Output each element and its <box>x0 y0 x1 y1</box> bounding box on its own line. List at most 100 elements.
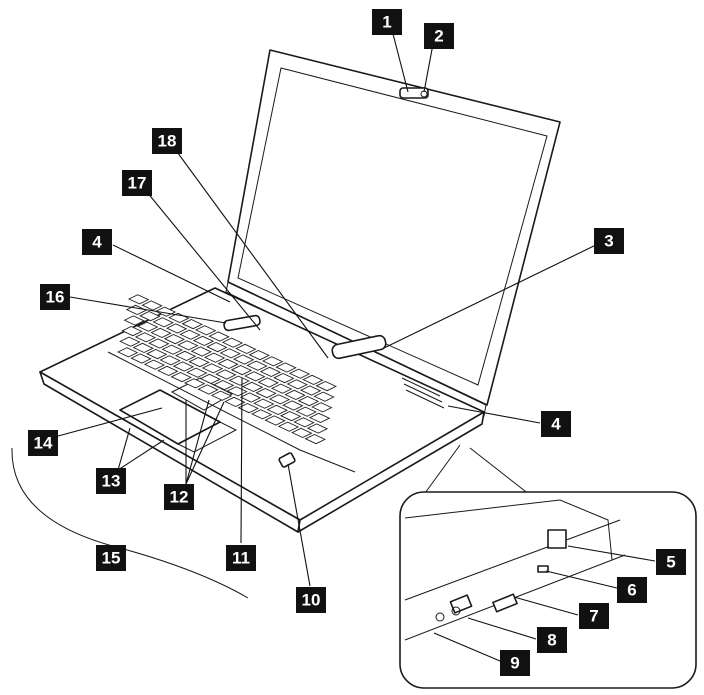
side-view-inset <box>399 444 697 689</box>
ethernet-port <box>547 529 567 549</box>
keyboard-key <box>163 334 186 345</box>
keyboard-key <box>291 427 313 438</box>
speaker-grille-right <box>401 377 445 409</box>
keyboard-key <box>264 415 286 426</box>
palm-rest-line <box>107 351 356 473</box>
callout-9: 9 <box>500 650 530 676</box>
callout-13-label: 13 <box>102 472 121 491</box>
callout-15: 15 <box>96 545 126 571</box>
inset-pointer <box>419 444 531 501</box>
keyboard-key <box>297 396 320 407</box>
audio-jack-icon <box>435 612 445 622</box>
keyboard-key <box>232 354 255 365</box>
callout-3-label: 3 <box>604 232 613 251</box>
keyboard-key <box>208 331 230 342</box>
callout-17: 17 <box>122 170 152 196</box>
fingerprint-reader <box>278 452 296 468</box>
keyboard-key <box>230 365 253 376</box>
keyboard-key <box>284 389 306 400</box>
keyboard-key <box>219 348 241 359</box>
keyboard-key <box>161 344 183 355</box>
callout-2: 2 <box>424 23 454 49</box>
callout-10: 10 <box>296 587 326 613</box>
leader-18 <box>171 144 329 359</box>
keyboard-key <box>268 394 291 405</box>
keyboard-key <box>279 411 302 422</box>
keyboard-key <box>121 326 143 337</box>
keyboard-key <box>288 368 311 379</box>
callout-18-label: 18 <box>158 132 177 151</box>
keyboard-key <box>116 347 139 358</box>
leader-6 <box>545 570 618 589</box>
callout-8-label: 8 <box>547 631 556 650</box>
keyboard-key <box>302 374 324 385</box>
callout-10-label: 10 <box>302 591 321 610</box>
keyboard-key <box>132 342 154 353</box>
callout-7-label: 7 <box>589 607 598 626</box>
keyboard-key <box>266 404 288 415</box>
ieee-port <box>449 594 473 614</box>
keyboard-key <box>286 379 308 390</box>
keyboard-key <box>165 323 188 334</box>
keyboard-key <box>246 360 268 371</box>
keyboard-key <box>244 371 266 382</box>
keyboard-key <box>253 398 275 409</box>
keyboard-key <box>277 421 300 432</box>
leader-11 <box>240 377 243 544</box>
keyboard-key <box>275 362 297 373</box>
keyboard-key <box>270 383 293 394</box>
leader-13 <box>117 427 165 471</box>
mic-jack-icon <box>451 606 461 616</box>
keyboard-key <box>259 366 282 377</box>
keyboard-key <box>157 365 179 376</box>
keyboard-key <box>255 388 277 399</box>
callout-12-label: 12 <box>170 488 189 507</box>
callout-14-label: 14 <box>34 434 53 453</box>
leader-14 <box>57 407 163 437</box>
callout-5: 5 <box>656 549 686 575</box>
callout-6-label: 6 <box>627 581 636 600</box>
keyboard-key <box>273 373 295 384</box>
keyboard-key <box>203 352 226 363</box>
keyboard-key <box>293 417 315 428</box>
keyboard-key <box>224 396 246 407</box>
keyboard-key <box>241 381 264 392</box>
keyboard-key <box>237 403 259 414</box>
keyboard-key <box>123 315 145 326</box>
keyboard-key <box>199 373 221 384</box>
keyboard-key <box>177 340 199 351</box>
leader-lines <box>57 29 656 662</box>
leader-4a <box>112 244 231 303</box>
keyboard-key <box>311 402 333 413</box>
keyboard-key <box>145 349 168 360</box>
leader-10 <box>287 463 311 587</box>
keyboard-key <box>190 346 212 357</box>
keyboard-key <box>148 338 170 349</box>
callout-17-label: 17 <box>128 174 147 193</box>
keyboard-key <box>299 385 322 396</box>
leader-9 <box>433 632 501 662</box>
callout-4-right: 4 <box>541 411 571 437</box>
callout-1-label: 1 <box>382 13 391 32</box>
keyboard-key <box>304 434 326 445</box>
callout-11-label: 11 <box>232 549 250 568</box>
callout-13: 13 <box>96 468 126 494</box>
callout-9-label: 9 <box>510 654 519 673</box>
leader-17 <box>141 185 261 331</box>
callout-1: 1 <box>372 9 402 35</box>
laptop-illustration <box>39 49 561 533</box>
leader-12 <box>185 399 225 485</box>
keyboard-key <box>130 353 152 364</box>
leader-1 <box>391 29 409 93</box>
callout-14: 14 <box>28 430 58 456</box>
laptop-lid <box>227 49 561 406</box>
keyboard-key <box>127 294 150 305</box>
keyboard-key <box>119 336 141 347</box>
leader-16 <box>69 296 227 324</box>
keyboard-key <box>313 391 335 402</box>
keyboard-key <box>210 390 233 401</box>
callout-2-label: 2 <box>434 27 443 46</box>
leader-7 <box>513 596 579 616</box>
keyboard-key <box>152 317 174 328</box>
keyboard-key <box>206 342 228 353</box>
